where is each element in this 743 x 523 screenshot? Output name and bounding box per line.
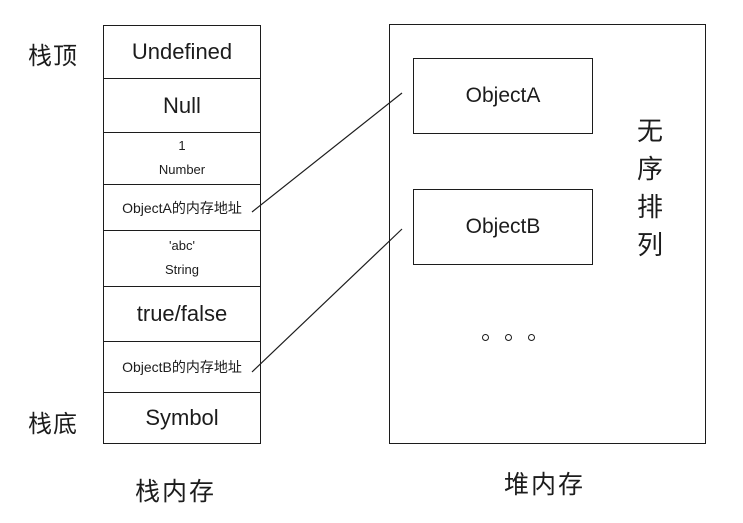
stack-top-label: 栈顶 [28, 43, 78, 70]
cell-type: Number [158, 162, 206, 177]
heap-memory-box: ObjectA ObjectB [389, 24, 706, 444]
pointer-line-objectb [251, 228, 403, 373]
unordered-annotation: 无序排列 [636, 116, 663, 260]
cell-text: true/false [136, 301, 228, 326]
heap-object-label: ObjectB [465, 215, 541, 238]
stack-cell-boolean: true/false [104, 287, 260, 342]
heap-object-label: ObjectA [465, 84, 541, 107]
pointer-line-objecta [251, 92, 403, 213]
ellipsis-dot [505, 334, 512, 341]
heap-object-b: ObjectB [413, 189, 593, 265]
stack-memory-box: Undefined Null 1 Number ObjectA的内存地址 'ab… [103, 25, 261, 444]
cell-value: 1 [178, 138, 186, 154]
ellipsis-dot [482, 334, 489, 341]
cell-text: Symbol [145, 405, 219, 430]
stack-memory-caption: 栈内存 [135, 478, 217, 506]
stack-cell-number: 1 Number [104, 133, 260, 185]
heap-object-a: ObjectA [413, 58, 593, 134]
stack-cell-objectb-address: ObjectB的内存地址 [104, 342, 260, 393]
cell-text: Null [163, 92, 201, 118]
cell-text: ObjectA的内存地址 [122, 199, 242, 216]
stack-cell-string: 'abc' String [104, 231, 260, 287]
cell-text: ObjectB的内存地址 [122, 359, 242, 375]
cell-text: Undefined [131, 39, 233, 64]
heap-ellipsis [482, 334, 535, 341]
stack-cell-symbol: Symbol [104, 393, 260, 443]
stack-cell-objecta-address: ObjectA的内存地址 [104, 185, 260, 231]
cell-value: 'abc' [169, 238, 195, 254]
heap-memory-caption: 堆内存 [504, 471, 586, 499]
ellipsis-dot [528, 334, 535, 341]
stack-cell-null: Null [104, 79, 260, 133]
stack-bottom-label: 栈底 [28, 411, 78, 438]
stack-cell-undefined: Undefined [104, 26, 260, 79]
cell-type: String [165, 262, 199, 277]
